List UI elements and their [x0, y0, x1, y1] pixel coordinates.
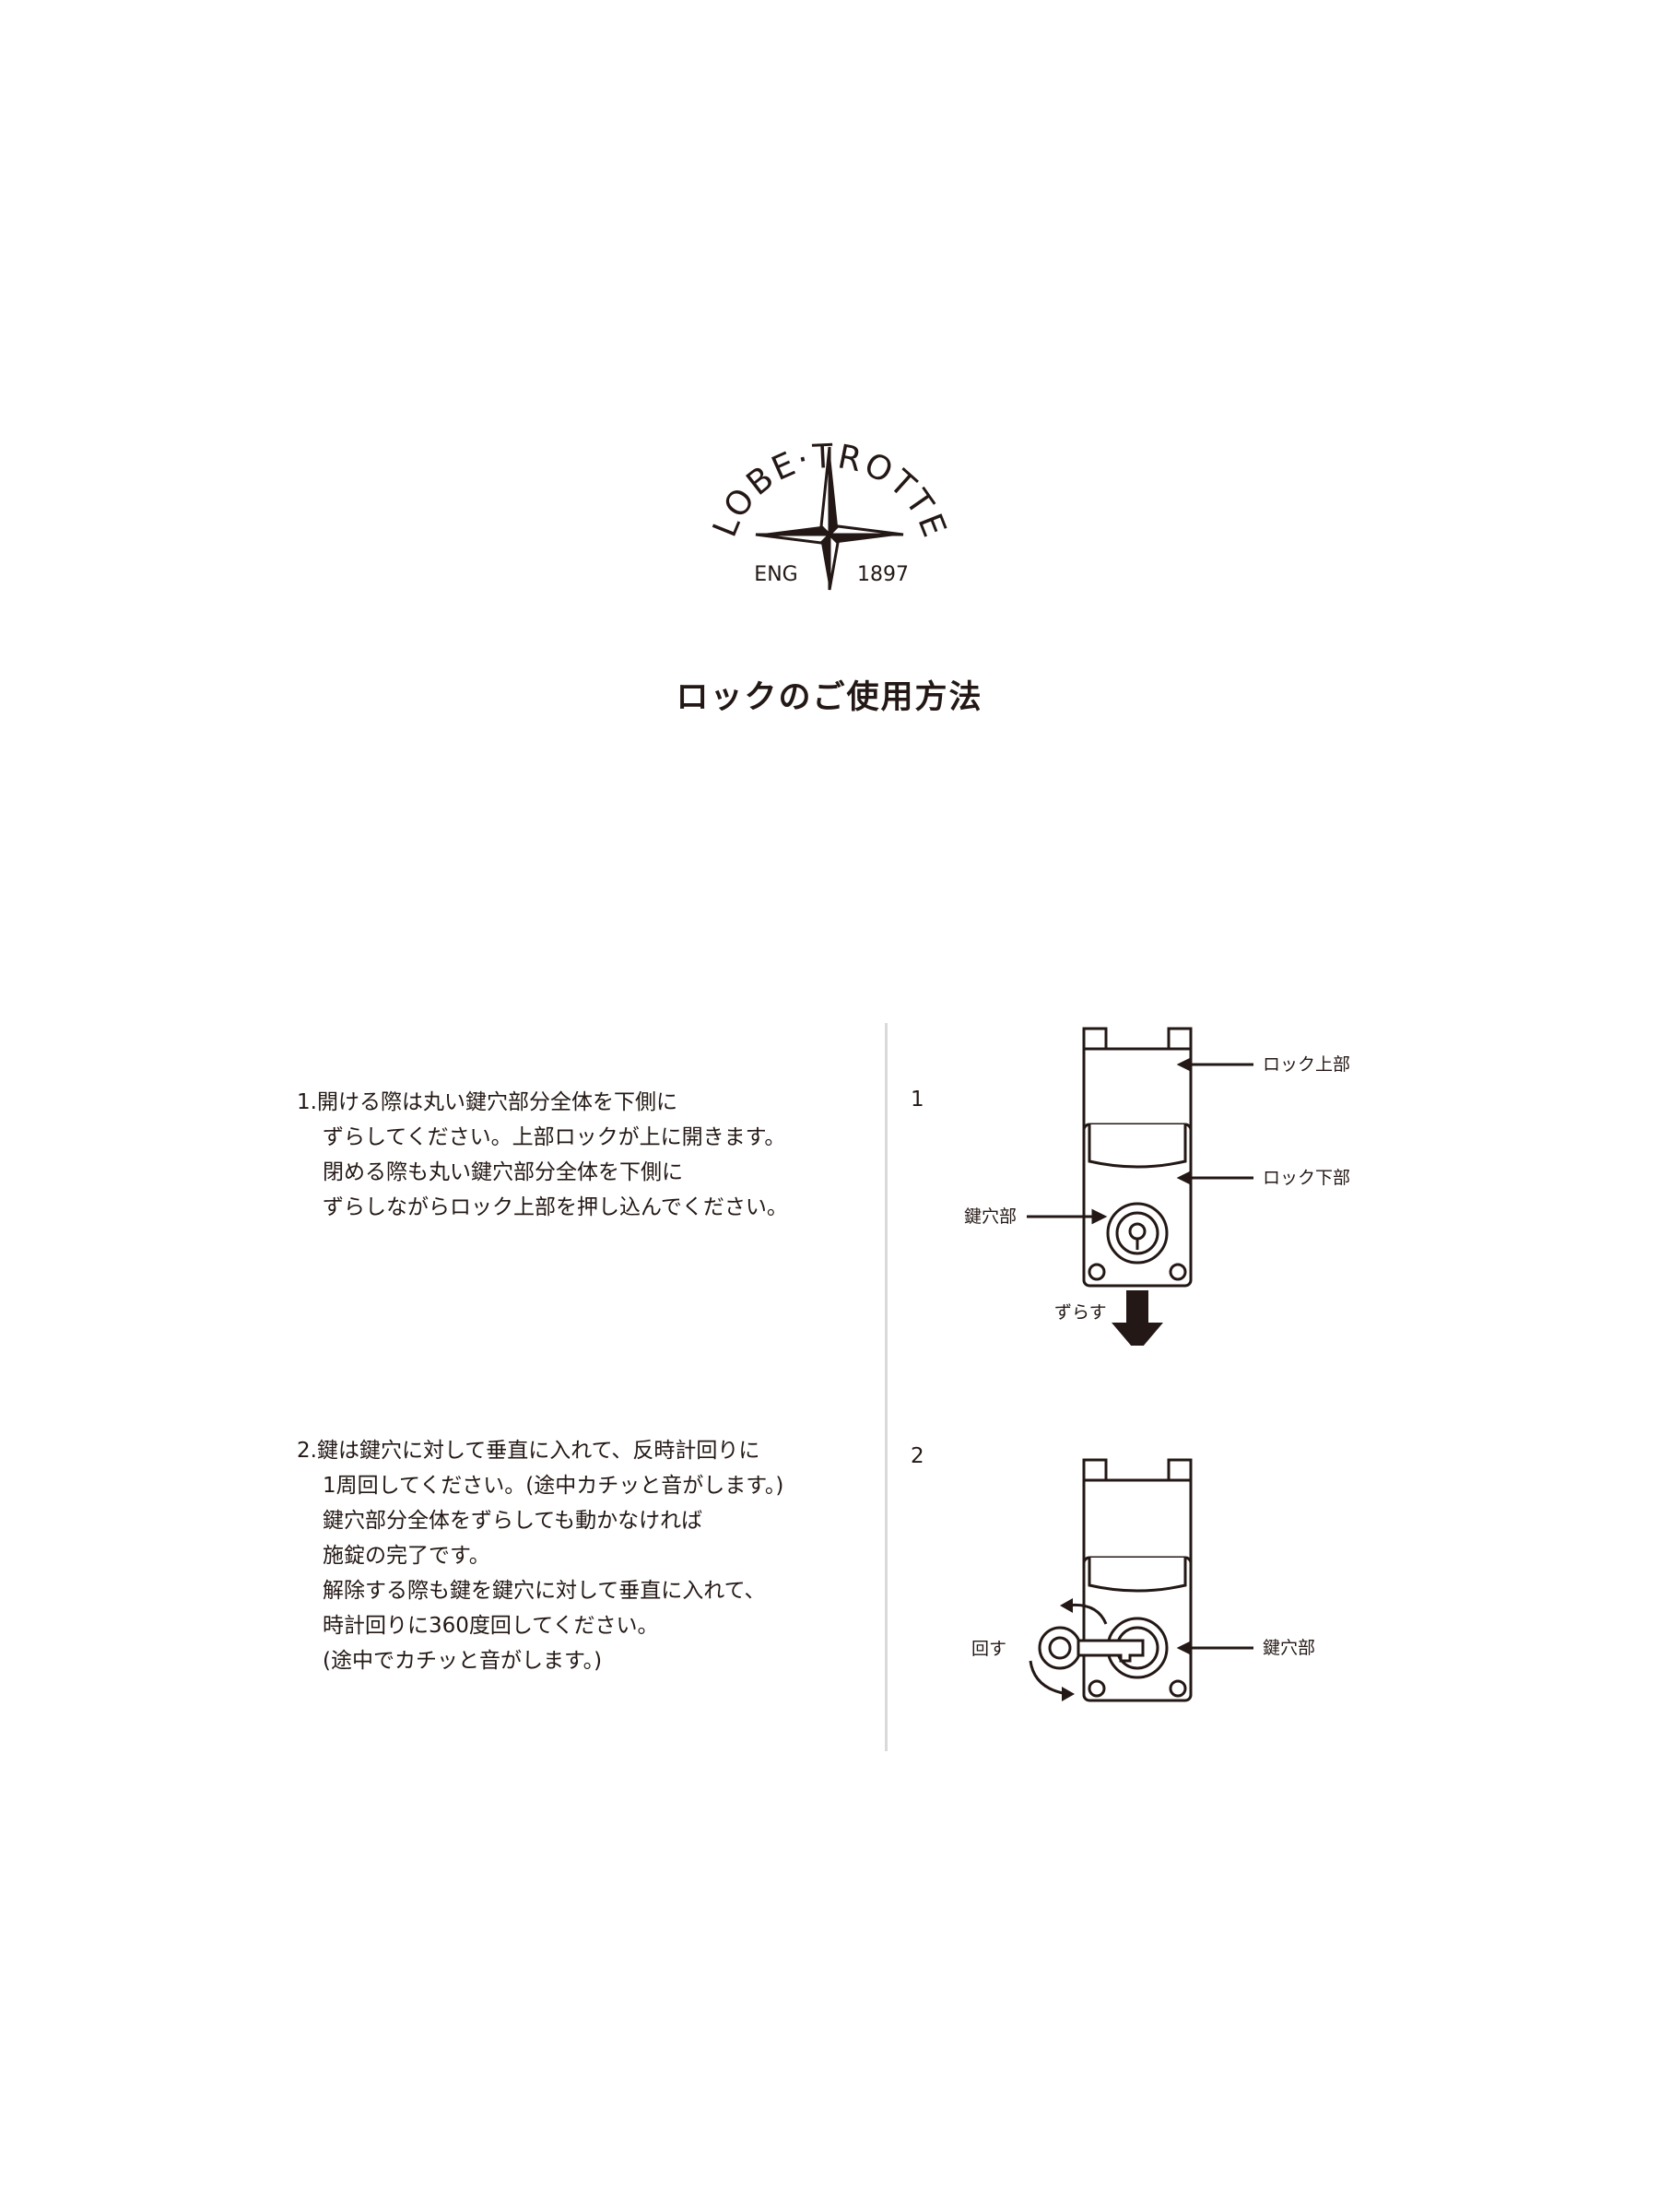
label-keyhole: 鍵穴部 [964, 1206, 1017, 1227]
globe-trotter-logo: GLOBE·TROTTER ENG 1897 [691, 406, 951, 591]
step2-line: 施錠の完了です。 [323, 1544, 490, 1568]
logo-left-text: ENG [754, 563, 797, 586]
hinge-tab-left [1082, 1458, 1108, 1482]
label-lock-lower: ロック下部 [1263, 1168, 1350, 1188]
hinge-tab-right [1167, 1458, 1193, 1482]
label-keyhole: 鍵穴部 [1263, 1638, 1315, 1658]
screw-icon [1088, 1263, 1106, 1281]
step1-line: ずらしてください。上部ロックが上に開きます。 [323, 1125, 786, 1149]
lock-diagram-1: ロック上部 ロック下部 鍵穴部 ずらす [964, 1027, 1350, 1346]
key-blade-icon [1077, 1639, 1145, 1663]
hinge-tab-right [1167, 1027, 1193, 1051]
step2-line: 時計回りに360度回してください。 [323, 1614, 659, 1638]
step1-line: 1.開ける際は丸い鍵穴部分全体を下側に [297, 1090, 677, 1114]
screw-icon [1169, 1263, 1187, 1281]
screw-icon [1169, 1679, 1187, 1698]
step2-line: 1周回してください。(途中カチッと音がします。) [323, 1474, 784, 1498]
lock-diagram-2: 回す 鍵穴部 [971, 1458, 1315, 1702]
step2-instructions: 2.鍵は鍵穴に対して垂直に入れて、反時計回りに 1周回してください。(途中カチッ… [297, 1433, 868, 1678]
label-lock-upper: ロック上部 [1263, 1054, 1350, 1075]
step2-line: (途中でカチッと音がします。) [323, 1649, 603, 1673]
key-bow-icon [1038, 1626, 1082, 1670]
step1-number: 1 [911, 1088, 924, 1112]
slide-down-arrow-icon [1112, 1290, 1163, 1346]
column-divider [885, 1023, 888, 1751]
label-slide: ずらす [1054, 1302, 1107, 1323]
step2-line: 鍵穴部分全体をずらしても動かなければ [323, 1509, 703, 1533]
keyhole-inner-icon [1115, 1211, 1159, 1255]
step1-line: 閉める際も丸い鍵穴部分全体を下側に [323, 1160, 683, 1184]
step1-instructions: 1.開ける際は丸い鍵穴部分全体を下側に ずらしてください。上部ロックが上に開きま… [297, 1085, 868, 1225]
step1-line: ずらしながらロック上部を押し込んでください。 [323, 1195, 788, 1219]
step2-line: 解除する際も鍵を鍵穴に対して垂直に入れて、 [323, 1579, 766, 1603]
label-turn: 回す [971, 1639, 1006, 1659]
compass-star-icon [755, 446, 904, 591]
logo-right-text: 1897 [857, 563, 909, 586]
screw-icon [1088, 1679, 1106, 1698]
page-title: ロックのご使用方法 [676, 679, 983, 716]
step2-number: 2 [911, 1444, 924, 1468]
keyhole-outer-icon [1106, 1202, 1169, 1265]
hinge-tab-left [1082, 1027, 1108, 1051]
step2-line: 2.鍵は鍵穴に対して垂直に入れて、反時計回りに [297, 1439, 760, 1463]
